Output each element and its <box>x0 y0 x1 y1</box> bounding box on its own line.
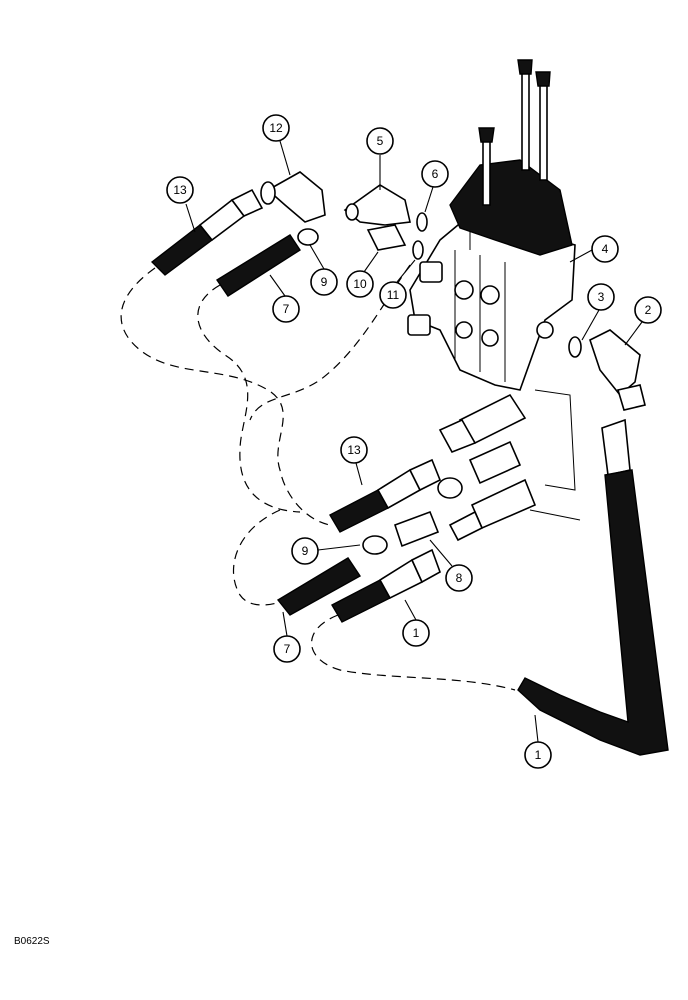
callout-7-lower: 7 <box>273 635 301 663</box>
svg-text:1: 1 <box>413 626 420 640</box>
callout-8: 8 <box>445 564 473 592</box>
callout-6: 6 <box>421 160 449 188</box>
callouts: 13 12 5 6 4 3 2 9 <box>166 114 662 769</box>
svg-text:8: 8 <box>456 571 463 585</box>
svg-text:3: 3 <box>598 290 605 304</box>
callout-12: 12 <box>262 114 290 142</box>
callout-4: 4 <box>591 235 619 263</box>
callout-1-bottom: 1 <box>524 741 552 769</box>
svg-text:13: 13 <box>173 183 187 197</box>
callout-10: 10 <box>346 270 374 298</box>
callout-5: 5 <box>366 127 394 155</box>
svg-text:11: 11 <box>387 288 400 302</box>
callout-1-middle: 1 <box>402 619 430 647</box>
svg-text:2: 2 <box>645 303 652 317</box>
leader-lines <box>185 140 643 743</box>
callout-7-upper: 7 <box>272 295 300 323</box>
svg-text:4: 4 <box>602 242 609 256</box>
callout-13-upper: 13 <box>166 176 194 204</box>
callout-9-upper: 9 <box>310 268 338 296</box>
svg-text:12: 12 <box>269 121 283 135</box>
lower-fittings <box>276 389 581 623</box>
svg-text:1: 1 <box>535 748 542 762</box>
svg-text:9: 9 <box>321 275 328 289</box>
upper-fittings <box>150 171 428 297</box>
control-valve <box>407 59 576 391</box>
callout-11: 11 <box>379 281 407 309</box>
svg-text:5: 5 <box>377 134 384 148</box>
figure-code: B0622S <box>14 936 50 947</box>
callout-13-lower: 13 <box>340 436 368 464</box>
svg-text:13: 13 <box>347 443 361 457</box>
right-fittings <box>517 329 669 756</box>
callout-3: 3 <box>587 283 615 311</box>
svg-text:7: 7 <box>284 642 291 656</box>
svg-text:7: 7 <box>283 302 290 316</box>
callout-2: 2 <box>634 296 662 324</box>
svg-text:6: 6 <box>432 167 439 181</box>
callout-9-lower: 9 <box>291 537 319 565</box>
svg-text:10: 10 <box>353 277 367 291</box>
svg-text:9: 9 <box>302 544 309 558</box>
